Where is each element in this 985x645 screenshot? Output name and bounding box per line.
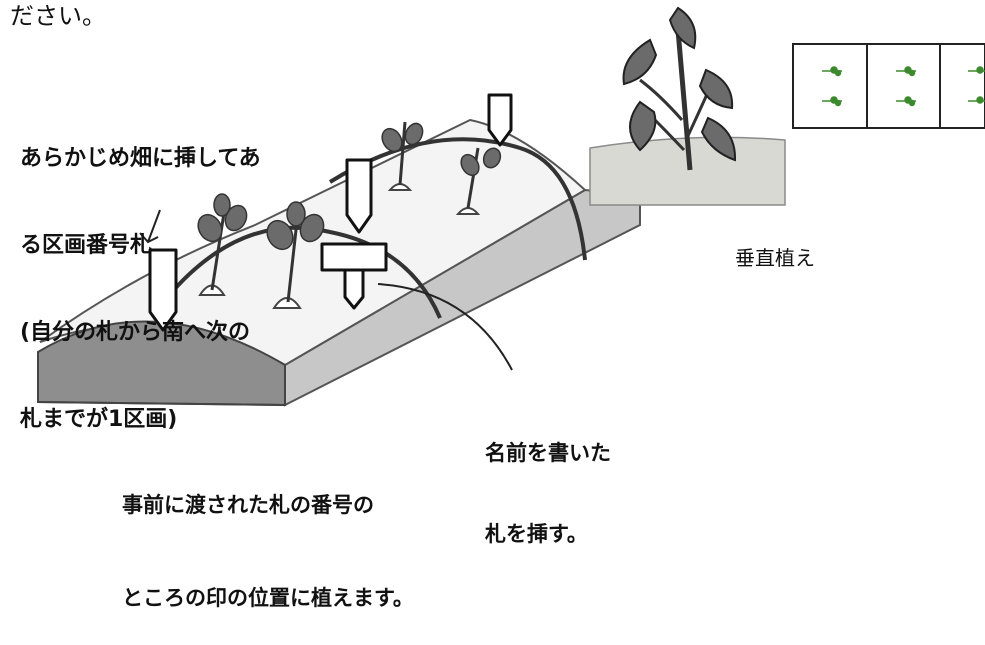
grid-plant-icon xyxy=(968,66,985,74)
plot-grid xyxy=(792,43,985,129)
name-stake-label: 名前を書いた 札を挿す。 xyxy=(485,386,611,575)
plot-stake-label-line: あらかじめ畑に挿してあ xyxy=(20,146,261,171)
stake-pointer-arrow xyxy=(139,209,161,244)
grid-plant-icon xyxy=(822,96,842,107)
name-stake-pointer-line xyxy=(377,283,513,371)
plot-stake xyxy=(148,248,178,332)
plot-stake xyxy=(487,93,513,147)
name-stake-label-line: 札を挿す。 xyxy=(485,522,588,546)
name-stake xyxy=(320,242,388,310)
field-illustration xyxy=(37,0,985,407)
plot-stake xyxy=(345,158,373,234)
bottom-caption-line: 事前に渡された札の番号の xyxy=(122,493,374,517)
raised-bed xyxy=(37,118,641,407)
bed-plant xyxy=(381,121,424,186)
grid-plant-icon xyxy=(968,96,985,104)
plot-stake-label-line: 札までが1区画) xyxy=(20,407,178,432)
inset-plant xyxy=(622,6,737,171)
vertical-planting-inset xyxy=(589,0,786,206)
bed-plants xyxy=(197,121,502,303)
bottom-caption: 事前に渡された札の番号の ところの印の位置に植えます。 xyxy=(122,428,414,645)
tunnel-hoops xyxy=(163,137,587,319)
hoop-far xyxy=(328,137,587,261)
planting-marks xyxy=(198,183,481,309)
bed-plant xyxy=(266,201,325,303)
bottom-caption-line: ところの印の位置に植えます。 xyxy=(122,586,414,610)
grid-plant-icon xyxy=(896,66,916,77)
bed-plant xyxy=(460,147,502,209)
grid-plant-icon xyxy=(822,66,842,77)
hoop-near xyxy=(163,225,442,319)
top-text-fragment: ださい。 xyxy=(10,2,106,30)
plot-stake-label: あらかじめ畑に挿してあ る区画番号札 (自分の札から南へ次の 札までが1区画) xyxy=(20,86,261,463)
name-stake-label-line: 名前を書いた xyxy=(485,441,611,465)
bed-plant xyxy=(197,193,248,291)
grid-plant-icon xyxy=(896,96,916,107)
plot-stake-label-line: (自分の札から南へ次の xyxy=(20,320,251,345)
plot-number-stakes xyxy=(148,93,513,332)
vertical-planting-label: 垂直植え xyxy=(735,246,815,270)
plot-stake-label-line: る区画番号札 xyxy=(20,233,153,258)
